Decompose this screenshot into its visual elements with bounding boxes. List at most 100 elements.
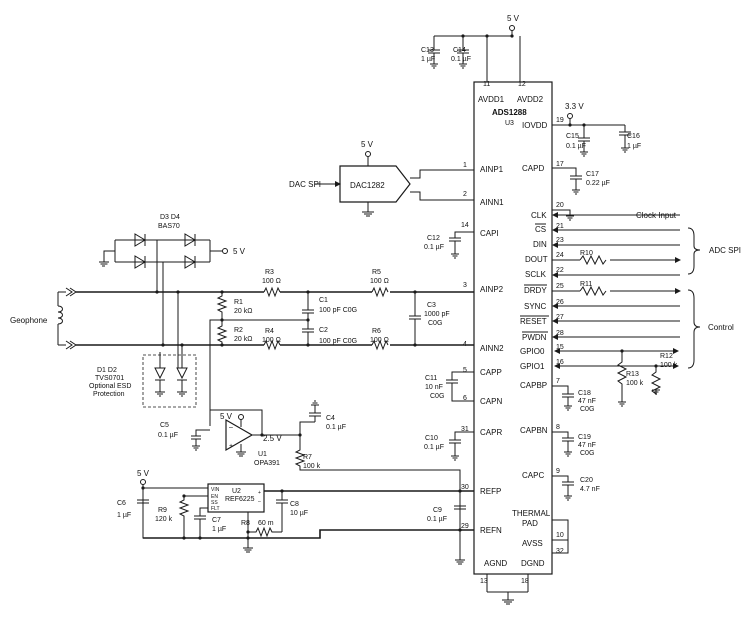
pin-drdy-label: DRDY bbox=[524, 286, 547, 295]
control-brace bbox=[687, 289, 701, 369]
pin-capbp-label: CAPBP bbox=[520, 381, 547, 390]
r5-ref: R5 bbox=[372, 269, 381, 276]
control-label: Control bbox=[708, 323, 734, 332]
c3-type: C0G bbox=[428, 320, 442, 327]
pinnum-10: 10 bbox=[556, 532, 564, 539]
pin-pwdn-label: PWDN bbox=[522, 333, 547, 342]
esd-protection-box bbox=[142, 354, 197, 408]
pinnum-25: 25 bbox=[556, 283, 564, 290]
c8-value: 10 µF bbox=[290, 510, 308, 517]
pin-ainn2-label: AINN2 bbox=[480, 344, 504, 353]
c14-value: 0.1 µF bbox=[451, 56, 471, 63]
ic-ref: U3 bbox=[505, 120, 514, 127]
pinnum-9: 9 bbox=[556, 468, 560, 475]
r12-ref: R12 bbox=[660, 353, 673, 360]
ref-pin-en: EN bbox=[211, 494, 218, 500]
pin-dgnd-label: DGND bbox=[521, 559, 545, 568]
r1-value: 20 kΩ bbox=[234, 308, 252, 315]
c16-ref: C16 bbox=[627, 133, 640, 140]
pinnum-8: 8 bbox=[556, 424, 560, 431]
c7-value: 1 µF bbox=[212, 526, 226, 533]
dac1282-block bbox=[339, 165, 411, 203]
pinnum-7: 7 bbox=[556, 378, 560, 385]
c20-ref: C20 bbox=[580, 477, 593, 484]
c9-value: 0.1 µF bbox=[427, 516, 447, 523]
c12-value: 0.1 µF bbox=[424, 244, 444, 251]
r1-ref: R1 bbox=[234, 299, 243, 306]
pin-ainn1-label: AINN1 bbox=[480, 198, 504, 207]
tvs-d1-icon bbox=[154, 367, 166, 381]
d3-diode-icon bbox=[134, 233, 146, 247]
ref-pin-plus: + bbox=[258, 490, 261, 496]
pinnum-30: 30 bbox=[461, 484, 469, 491]
pinnum-26: 26 bbox=[556, 299, 564, 306]
c4-ref: C4 bbox=[326, 415, 335, 422]
pin-iovdd-label: IOVDD bbox=[522, 121, 548, 130]
supply-5v-dac-label: 5 V bbox=[361, 140, 374, 149]
pinnum-15: 15 bbox=[556, 344, 564, 351]
r4-ref: R4 bbox=[265, 328, 274, 335]
c2-value: 100 pF C0G bbox=[319, 338, 357, 345]
c8-ref: C8 bbox=[290, 501, 299, 508]
ref6225-block bbox=[207, 483, 265, 513]
pin-ainp1-label: AINP1 bbox=[480, 165, 504, 174]
c11-ref: C11 bbox=[425, 375, 437, 382]
c14-ref: C14 bbox=[453, 47, 466, 54]
pinnum-21: 21 bbox=[556, 223, 564, 230]
pinnum-24: 24 bbox=[556, 252, 564, 259]
pinnum-28: 28 bbox=[556, 330, 564, 337]
c5-value: 0.1 µF bbox=[158, 432, 178, 439]
r10-ref: R10 bbox=[580, 250, 593, 257]
pinnum-2: 2 bbox=[463, 191, 467, 198]
pinnum-14: 14 bbox=[461, 222, 469, 229]
d4-diode-icon bbox=[184, 233, 196, 247]
supply-3v3-label: 3.3 V bbox=[565, 102, 584, 111]
pinnum-32: 32 bbox=[556, 548, 564, 555]
pin-capc-label: CAPC bbox=[522, 471, 544, 480]
pinnum-11: 11 bbox=[483, 81, 490, 88]
pin-pad-label: PAD bbox=[522, 519, 538, 528]
r3-value: 100 Ω bbox=[262, 278, 281, 285]
pin-sclk-label: SCLK bbox=[525, 270, 547, 279]
c18-type: C0G bbox=[580, 406, 594, 413]
opa-plus: + bbox=[229, 443, 233, 450]
c2-ref: C2 bbox=[319, 327, 328, 334]
r12-value: 100 k bbox=[660, 362, 678, 369]
adc-spi-brace bbox=[687, 227, 701, 275]
pin-sync-label: SYNC bbox=[524, 302, 546, 311]
pinnum-3: 3 bbox=[463, 282, 467, 289]
pin-capp-label: CAPP bbox=[480, 368, 502, 377]
pin-avss-label: AVSS bbox=[522, 539, 543, 548]
r8-value: 60 m bbox=[258, 520, 274, 527]
pinnum-5: 5 bbox=[463, 367, 467, 374]
ref-pin-minus: – bbox=[258, 499, 261, 505]
c17-ref: C17 bbox=[586, 171, 599, 178]
esd-label-1: Optional ESD bbox=[89, 383, 131, 390]
pin-reset-label: RESET bbox=[520, 317, 547, 326]
supply-5v-top-label: 5 V bbox=[507, 14, 520, 23]
pin-gpio1-label: GPIO1 bbox=[520, 362, 545, 371]
pin-capi-label: CAPI bbox=[480, 229, 499, 238]
c18-ref: C18 bbox=[578, 390, 591, 397]
esd-label-2: Protection bbox=[93, 391, 125, 398]
pin-clk-label: CLK bbox=[531, 211, 547, 220]
clock-input-label: Clock Input bbox=[636, 211, 677, 220]
ic-name: ADS1288 bbox=[492, 108, 527, 117]
c6-value: 1 µF bbox=[117, 512, 131, 519]
pinnum-16: 16 bbox=[556, 359, 564, 366]
r2-value: 20 kΩ bbox=[234, 336, 252, 343]
c17-value: 0.22 µF bbox=[586, 180, 610, 187]
r7-value: 100 k bbox=[303, 463, 321, 470]
r9-ref: R9 bbox=[158, 507, 167, 514]
c3-value: 1000 pF bbox=[424, 311, 450, 318]
ref-pin-vin: VIN bbox=[211, 487, 220, 493]
c6-ref: C6 bbox=[117, 500, 126, 507]
pin-avdd1-label: AVDD1 bbox=[478, 95, 505, 104]
c12-ref: C12 bbox=[427, 235, 440, 242]
pinnum-27: 27 bbox=[556, 314, 564, 321]
pinnum-13: 13 bbox=[480, 578, 488, 585]
d3d4-value: BAS70 bbox=[158, 223, 180, 230]
geophone-connector-icon bbox=[65, 287, 77, 350]
